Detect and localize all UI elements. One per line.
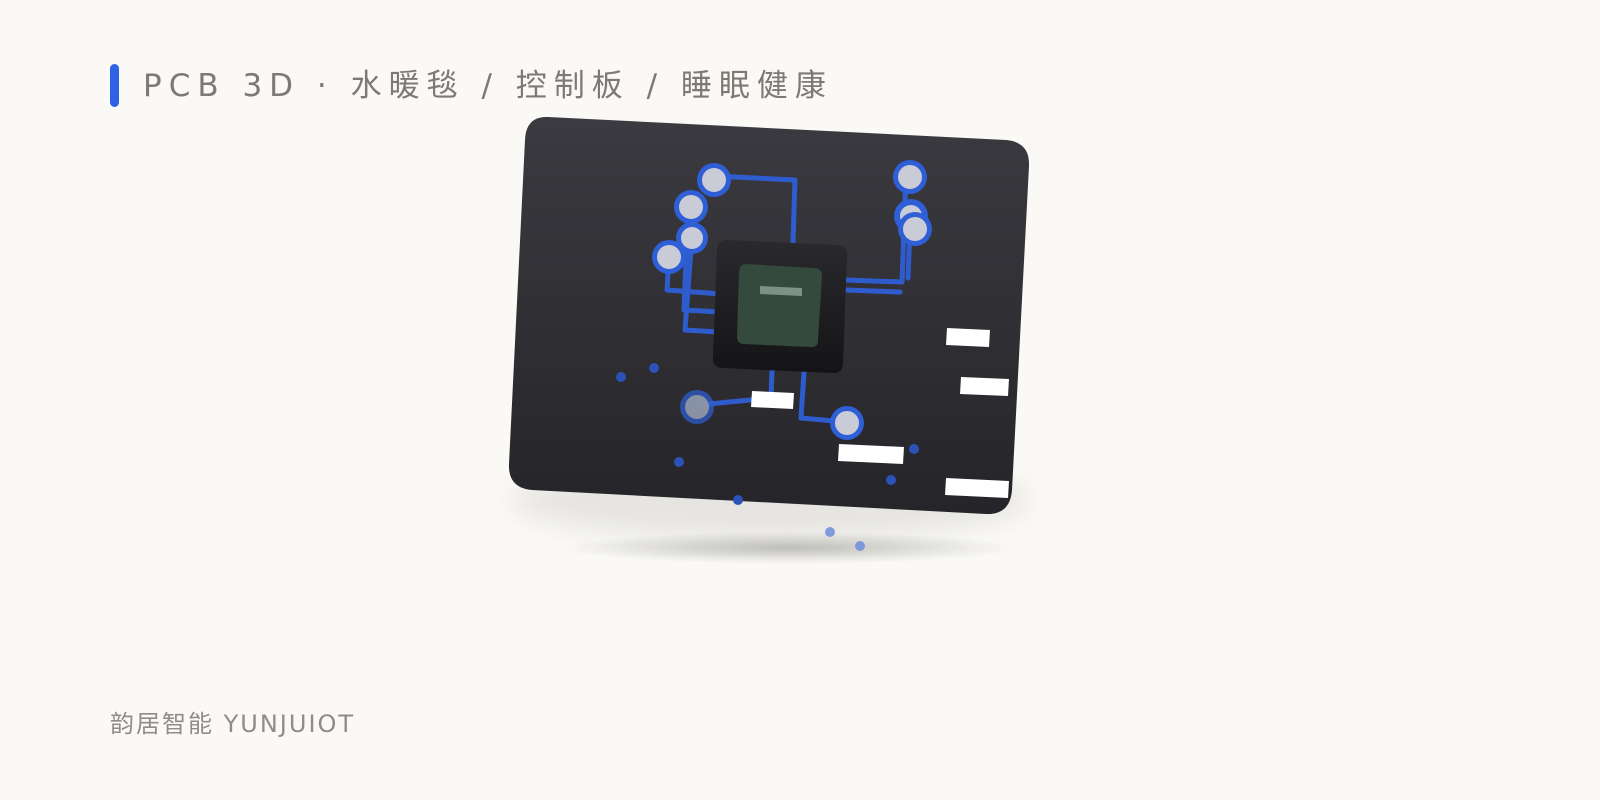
smd-components bbox=[751, 328, 1009, 498]
pad bbox=[681, 227, 703, 249]
smd-component bbox=[946, 328, 990, 347]
particle bbox=[825, 527, 835, 537]
via bbox=[616, 372, 626, 382]
page-title: PCB 3D · 水暖毯 / 控制板 / 睡眠健康 bbox=[143, 68, 833, 104]
pcb-pads bbox=[652, 160, 932, 440]
trace bbox=[711, 173, 798, 245]
pad bbox=[835, 411, 859, 435]
chip-marking bbox=[760, 286, 802, 296]
smd-component bbox=[945, 478, 1009, 498]
pad bbox=[702, 168, 726, 192]
via bbox=[886, 475, 896, 485]
via bbox=[733, 495, 743, 505]
pad bbox=[685, 395, 709, 419]
via bbox=[674, 457, 684, 467]
title-accent-bar bbox=[110, 64, 119, 107]
chip-die bbox=[737, 264, 822, 348]
via bbox=[649, 363, 659, 373]
pad bbox=[898, 165, 922, 189]
via bbox=[909, 444, 919, 454]
smd-component bbox=[751, 391, 794, 409]
smd-component bbox=[838, 444, 904, 464]
pad bbox=[903, 217, 927, 241]
smd-component bbox=[960, 377, 1009, 396]
pad bbox=[657, 245, 681, 269]
trace bbox=[843, 287, 903, 295]
pad bbox=[679, 195, 703, 219]
floating-particles bbox=[825, 527, 865, 551]
brand-footer: 韵居智能 YUNJUIOT bbox=[110, 710, 356, 738]
particle bbox=[855, 541, 865, 551]
trace bbox=[682, 233, 721, 335]
board-shadow bbox=[560, 532, 1020, 564]
pcb-vias bbox=[616, 363, 919, 505]
